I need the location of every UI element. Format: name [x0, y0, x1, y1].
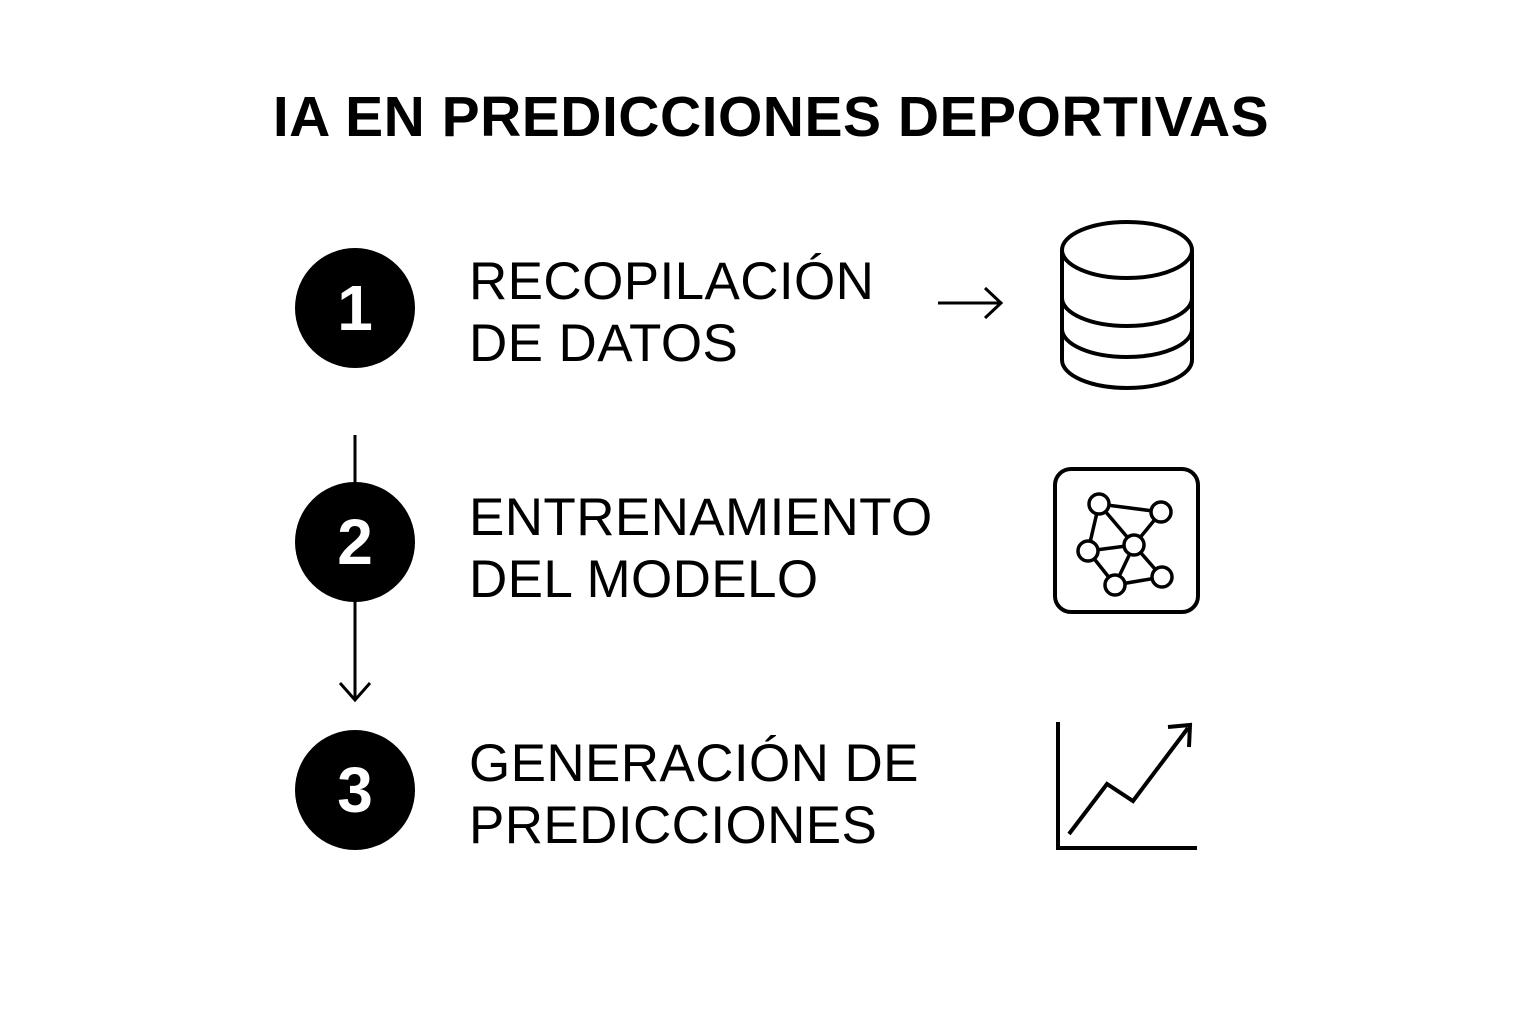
- growth-chart-icon: [1056, 722, 1197, 850]
- step-2-label-line-2: DEL MODELO: [469, 550, 819, 609]
- step-1-label: RECOPILACIÓN DE DATOS: [469, 251, 874, 375]
- step-2-label: ENTRENAMIENTO DEL MODELO: [469, 487, 933, 611]
- step-1-label-line-1: RECOPILACIÓN: [469, 252, 875, 311]
- neural-network-icon: [1053, 467, 1200, 614]
- step-3-label-line-2: PREDICCIONES: [469, 796, 878, 855]
- step-1-badge: 1: [295, 248, 415, 368]
- step-2-badge: 2: [295, 482, 415, 602]
- database-icon: [1060, 220, 1194, 390]
- step-3-badge: 3: [295, 730, 415, 850]
- step-3-label-line-1: GENERACIÓN DE: [469, 734, 919, 793]
- diagram-title: IA EN PREDICCIONES DEPORTIVAS: [272, 85, 1270, 149]
- step-2-label-line-1: ENTRENAMIENTO: [469, 488, 933, 547]
- step-3-label: GENERACIÓN DE PREDICCIONES: [469, 733, 919, 857]
- step-1-label-line-2: DE DATOS: [469, 314, 739, 373]
- arrow-right-icon: [938, 286, 1004, 320]
